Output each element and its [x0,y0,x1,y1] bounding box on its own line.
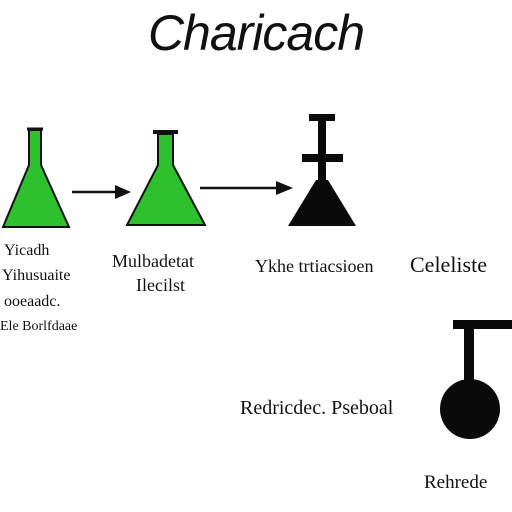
right-label: Celeliste [410,252,487,277]
diagram-title: Charicach [147,5,365,61]
conical-flask-icon [125,130,207,226]
apparatus-label: Ykhe trtiacsioen [255,256,374,276]
arrow-right-icon [72,185,131,199]
arrow-right-icon [200,181,293,195]
flask2-label-line1: Mulbadetat [112,251,194,271]
flask1-label-line1: Yicadh [4,242,50,259]
flask1-label-line4: Ele Borlfdaae [0,319,78,334]
reaction-label: Redricdec. Pseboal [240,397,394,419]
round-bottom-flask-icon [440,320,512,439]
separatory-apparatus-icon [288,114,356,226]
flask1-label-line3: ooeaadc. [4,293,61,310]
conical-flask-icon [1,127,71,228]
bottom-label: Rehrede [424,472,488,493]
flask1-label-line2: Yihusuaite [2,267,71,284]
flask2-label-line2: Ilecilst [136,275,185,295]
